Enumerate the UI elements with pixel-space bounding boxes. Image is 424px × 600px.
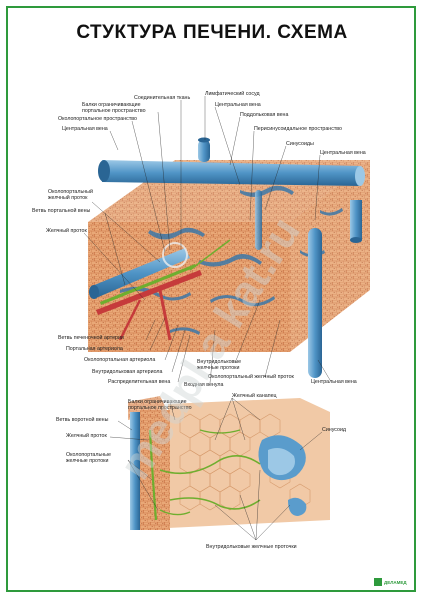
label-b-bile-duct: Желчный проток: [66, 432, 107, 439]
label-periportal-duct-1: Околопортальный: [48, 188, 93, 195]
publisher-logo: ДЕЛАМЕД: [374, 578, 407, 586]
label-sinusoid: Синусоид: [322, 427, 346, 433]
hepatocyte-block: [128, 396, 330, 530]
label-b-plates-2: портальное пространство: [128, 405, 192, 411]
label-distributing-vein: Распределительная вена: [108, 379, 170, 385]
label-periportal-arteriole: Околопортальная артериола: [84, 357, 155, 363]
label-connective: Соединительная ткань: [134, 95, 190, 101]
label-bile-canaliculus: Желчный канапец: [232, 392, 277, 399]
label-bile-duct: Желчный проток: [46, 227, 87, 234]
label-intralobular-ducts-2: желчные протоки: [197, 365, 239, 371]
label-b-periportal-ducts-1: Околопортальные: [66, 452, 111, 458]
label-sinusoids: Синусоиды: [286, 141, 314, 147]
logo-text: ДЕЛАМЕД: [384, 580, 407, 585]
label-intralobular-bile-ducts: Внутридольковые желчные проточки: [206, 544, 297, 550]
poster-title: СТУКТУРА ПЕЧЕНИ. СХЕМА: [76, 22, 348, 43]
label-periportal-bile-duct: Околопортальный желчный проток: [208, 373, 295, 380]
label-periportal-duct-2: желчный проток: [48, 194, 88, 201]
label-lymph-vessel: Лимфатический сосуд: [205, 90, 260, 97]
label-hepatic-artery-branch: Ветвь печеночной артерии: [58, 334, 124, 341]
bottom-labels: Балки ограничивающие портальное простран…: [56, 392, 346, 550]
label-portal-vein-branch: Ветвь портальной вены: [32, 207, 91, 214]
top-labels: Соединительная ткань Лимфатический сосуд…: [32, 90, 366, 388]
label-perisinusoidal: Перисинусоидальное пространство: [254, 126, 342, 132]
label-central-vein-l: Центральная вена: [62, 126, 108, 132]
label-intralobular-ducts-1: Внутридольковые: [197, 359, 241, 365]
label-intralobular-arteriole: Внутридольковая артериола: [92, 369, 162, 375]
label-plates-1: Балки ограничивающие: [82, 102, 141, 108]
bottom-leaders: [109, 397, 323, 541]
lobule-block: [88, 137, 370, 378]
label-plates-2: портальное пространство: [82, 108, 146, 114]
label-periportal-space: Околопортальное пространство: [58, 116, 137, 122]
label-central-vein-bottom: Центральная вена: [311, 379, 357, 385]
label-portal-arteriole: Портальная артериола: [66, 346, 123, 352]
poster-frame: [6, 6, 416, 592]
label-inlet-venule: Входная венула: [184, 382, 223, 388]
label-central-vein-r2: Центральная вена: [320, 150, 366, 156]
label-b-plates-1: Балки ограничивающие: [128, 399, 187, 405]
label-central-vein-r1: Центральная вена: [215, 102, 261, 108]
logo-icon: [374, 578, 382, 586]
label-b-periportal-ducts-2: желчные протоки: [66, 458, 108, 464]
label-sublobular-vein: Поддольковая вена: [240, 112, 288, 118]
top-leaders: [83, 96, 331, 384]
label-b-portal-vein-branch: Ветвь воротной вены: [56, 416, 109, 423]
